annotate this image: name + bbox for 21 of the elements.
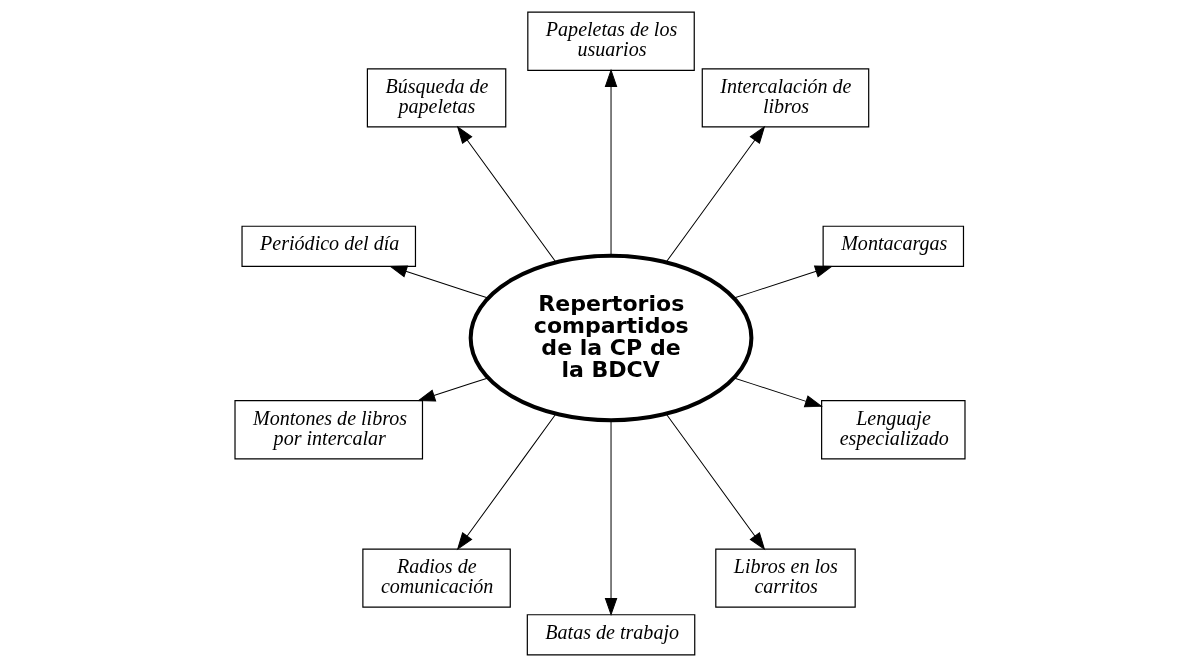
arrow	[417, 377, 489, 402]
arrow	[456, 126, 556, 263]
node-box: Libros en los carritos	[714, 548, 856, 608]
arrow	[389, 265, 489, 299]
node-box: Radios de comunicación	[361, 548, 511, 608]
node-box: Lenguaje especializado	[820, 400, 966, 460]
arrow	[456, 413, 556, 550]
arrow	[665, 413, 765, 550]
node-box: Intercalación de libros	[701, 68, 869, 128]
arrow	[604, 69, 617, 257]
node-box: Búsqueda de papeletas	[366, 68, 506, 128]
arrow	[733, 377, 822, 408]
node-ellipse: Repertorios compartidos de la CP de la BDCV	[468, 253, 753, 423]
arrow	[733, 265, 832, 299]
node-box: Montones de libros por intercalar	[233, 400, 423, 460]
node-box: Papeletas de los usuarios	[526, 11, 695, 71]
arrow	[665, 126, 765, 263]
arrow	[604, 419, 617, 616]
node-box: Batas de trabajo	[526, 614, 695, 656]
node-box: Periódico del día	[240, 225, 416, 267]
node-box: Montacargas	[822, 225, 964, 267]
